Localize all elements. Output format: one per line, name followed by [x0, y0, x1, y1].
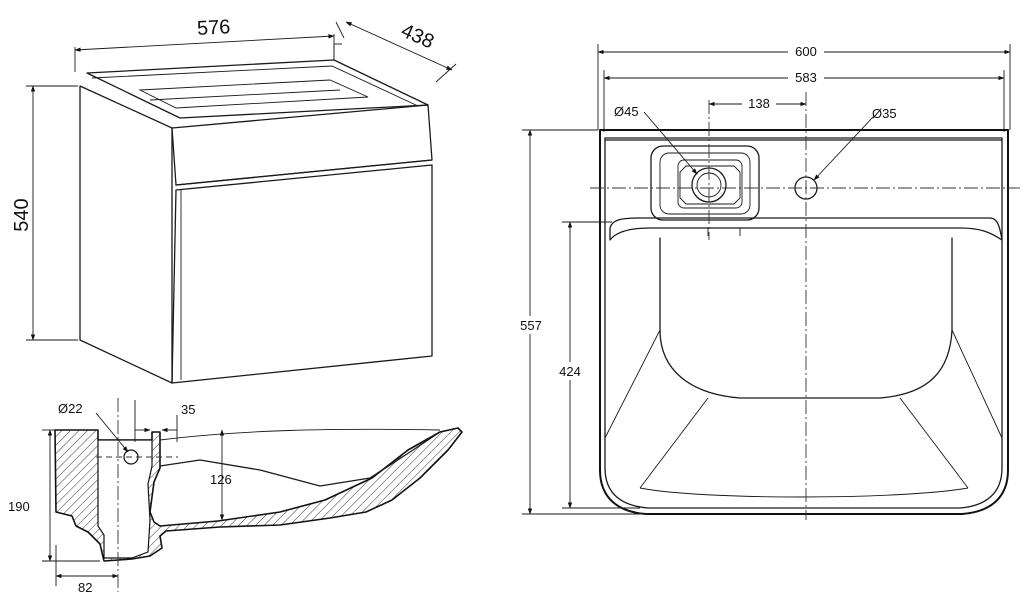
section-drain-diameter-label: Ø22: [58, 401, 83, 416]
plan-tap-diameter-label: Ø35: [872, 106, 897, 121]
cabinet-view: 576 438 540: [11, 16, 457, 384]
plan-shelf-edge: [609, 217, 1003, 241]
plan-outer-outline: [599, 129, 1009, 515]
cabinet-height-label: 540: [11, 198, 33, 231]
section-height-label: 190: [8, 499, 30, 514]
section-depth-label: 126: [210, 472, 232, 487]
section-hatched-wall: [54, 427, 463, 562]
basin-section-view: Ø22 35 126 190 82: [8, 398, 463, 595]
plan-overall-width-label: 600: [795, 44, 817, 59]
cabinet-front-door: [171, 164, 433, 384]
section-wall-label: 82: [78, 580, 92, 595]
plan-overall-depth-label: 557: [520, 318, 542, 333]
cabinet-side-panel: [79, 85, 173, 384]
plan-waste-square-outer: [650, 145, 760, 221]
plan-tap-offset-label: 138: [748, 96, 770, 111]
cabinet-basin-opening: [138, 79, 369, 109]
section-offset-label: 35: [181, 402, 195, 417]
cabinet-width-label: 576: [196, 16, 230, 40]
basin-plan-view: 600 583 138 Ø45 Ø35 557 424: [516, 42, 1020, 520]
plan-waste-diameter-label: Ø45: [614, 104, 639, 119]
plan-bowl-depth-label: 424: [559, 364, 581, 379]
plan-bowl-inner: [659, 237, 953, 399]
plan-inner-width-label: 583: [795, 70, 817, 85]
section-bowl-curve: [159, 431, 441, 487]
